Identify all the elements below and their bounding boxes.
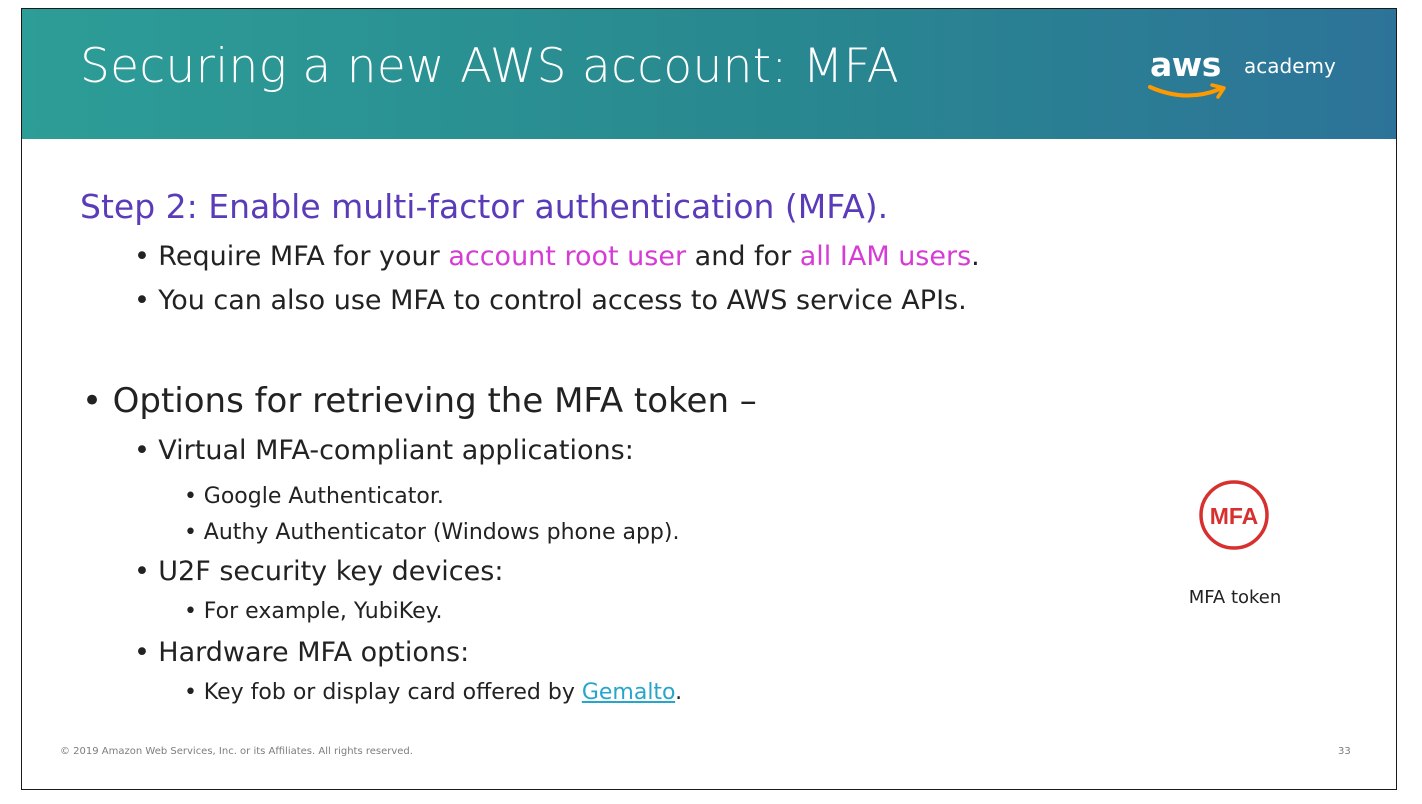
- bullet-text: .: [675, 680, 683, 705]
- option-virtual-apps: • Virtual MFA-compliant applications:: [134, 435, 634, 466]
- item-key-fob: •Key fob or display card offered by Gema…: [184, 680, 682, 705]
- bullet-options-heading: •Options for retrieving the MFA token –: [82, 381, 757, 421]
- bullet-dot: •: [134, 285, 150, 316]
- bullet-dot: •: [184, 680, 197, 705]
- mfa-badge-text: MFA: [1210, 503, 1259, 529]
- bullet-text: Authy Authenticator (Windows phone app).: [203, 520, 680, 545]
- aws-academy-logo: aws academy: [1146, 45, 1356, 105]
- option-hardware-mfa: • Hardware MFA options:: [134, 637, 469, 668]
- highlight-account-root-user: account root user: [448, 241, 687, 272]
- bullet-dot: •: [134, 556, 150, 587]
- mfa-token-caption: MFA token: [1188, 587, 1282, 608]
- bullet-dot: •: [134, 637, 150, 668]
- bullet-text: For example, YubiKey.: [203, 599, 443, 624]
- gemalto-link[interactable]: Gemalto: [581, 680, 676, 705]
- bullet-text: Key fob or display card offered by: [203, 680, 582, 705]
- highlight-all-iam-users: all IAM users: [799, 241, 972, 272]
- logo-academy-text: academy: [1244, 54, 1336, 78]
- bullet-text: Virtual MFA-compliant applications:: [158, 435, 634, 466]
- option-u2f-keys: • U2F security key devices:: [134, 556, 503, 587]
- bullet-text: Google Authenticator.: [203, 484, 444, 509]
- copyright-footer: © 2019 Amazon Web Services, Inc. or its …: [60, 746, 413, 757]
- slide-title: Securing a new AWS account: MFA: [80, 39, 900, 94]
- bullet-text: U2F security key devices:: [158, 556, 504, 587]
- bullet-text: .: [971, 241, 980, 272]
- logo-aws-text: aws: [1150, 45, 1221, 84]
- bullet-dot: •: [184, 599, 197, 624]
- step-heading: Step 2: Enable multi-factor authenticati…: [80, 187, 889, 226]
- bullet-text: Options for retrieving the MFA token –: [112, 381, 757, 421]
- bullet-text: and for: [686, 241, 800, 272]
- bullet-dot: •: [184, 484, 197, 509]
- item-authy-authenticator: •Authy Authenticator (Windows phone app)…: [184, 520, 679, 545]
- mfa-token-icon: MFA: [1199, 480, 1269, 550]
- slide-header: Securing a new AWS account: MFA aws acad…: [22, 9, 1396, 139]
- item-yubikey: •For example, YubiKey.: [184, 599, 443, 624]
- bullet-dot: •: [134, 435, 150, 466]
- page-number: 33: [1338, 746, 1351, 757]
- bullet-dot: •: [134, 241, 150, 272]
- amazon-smile-icon: [1148, 83, 1226, 99]
- bullet-dot: •: [184, 520, 197, 545]
- bullet-require-mfa: •Require MFA for your account root user …: [134, 241, 980, 272]
- bullet-dot: •: [82, 381, 103, 421]
- bullet-text: You can also use MFA to control access t…: [158, 285, 967, 316]
- item-google-authenticator: •Google Authenticator.: [184, 484, 444, 509]
- bullet-text: Hardware MFA options:: [158, 637, 470, 668]
- slide: Securing a new AWS account: MFA aws acad…: [21, 8, 1397, 790]
- bullet-service-apis: • You can also use MFA to control access …: [134, 285, 967, 316]
- bullet-text: Require MFA for your: [158, 241, 449, 272]
